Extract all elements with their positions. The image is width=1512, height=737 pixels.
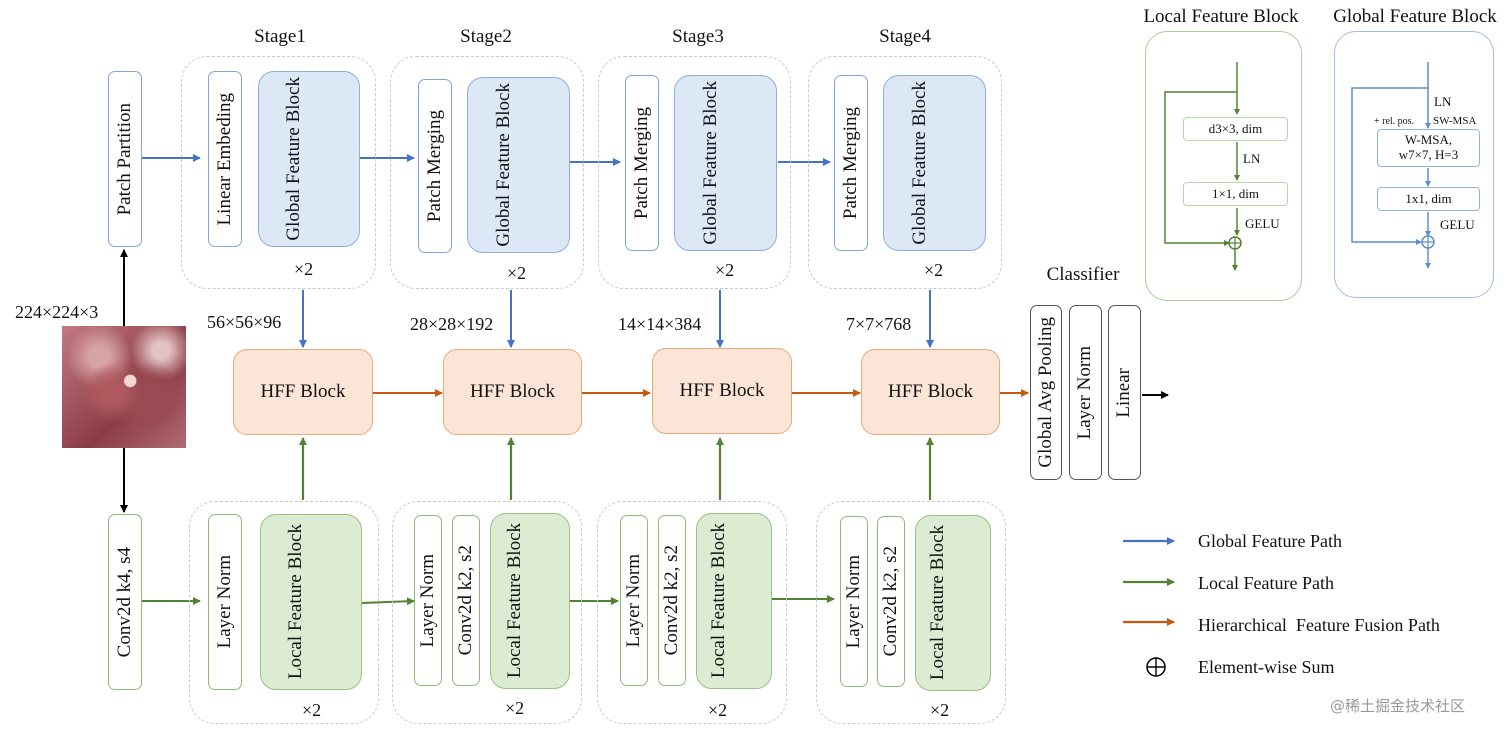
stage1-layer-norm: Layer Norm: [208, 514, 242, 690]
local-panel-act: GELU: [1245, 216, 1280, 231]
hff-block-3: HFF Block: [652, 348, 792, 434]
stage4-patch-merging: Patch Merging: [834, 75, 868, 251]
stage2-global-feature-block: Global Feature Block: [467, 77, 570, 253]
local-panel-norm: LN: [1243, 151, 1261, 166]
stage4-local-repeat: ×2: [930, 700, 950, 720]
stage1-global-feature-block: Global Feature Block: [258, 71, 360, 247]
watermark: @稀土掘金技术社区: [1330, 697, 1466, 715]
input-size-label: 224×224×3: [15, 302, 99, 322]
stage4-layer-norm: Layer Norm: [840, 516, 868, 687]
stage3-title: Stage3: [672, 26, 724, 47]
legend-fusion-label: Hierarchical Feature Fusion Path: [1198, 615, 1440, 635]
stage3-local-feature-block: Local Feature Block: [696, 513, 772, 689]
global-panel-attn: W-MSA, w7×7, H=3: [1377, 129, 1480, 167]
hff-block-1: HFF Block: [233, 349, 373, 435]
stage1-resolution: 56×56×96: [207, 312, 282, 332]
classifier-linear: Linear: [1108, 305, 1141, 480]
stage1-linear-embedding: Linear Embeding: [208, 71, 242, 247]
stage2-title: Stage2: [460, 26, 512, 47]
local-panel-linear: 1×1, dim: [1183, 182, 1288, 206]
global-panel: [1334, 31, 1494, 298]
stage2-conv: Conv2d k2, s2: [452, 515, 480, 686]
stage2-resolution: 28×28×192: [410, 314, 494, 334]
stage3-global-group: [598, 56, 791, 289]
local-arrow-1: [361, 597, 415, 606]
legend-global-label: Global Feature Path: [1198, 531, 1342, 551]
stage2-global-group: [390, 56, 584, 289]
legend-local-label: Local Feature Path: [1198, 573, 1334, 593]
stage2-global-repeat: ×2: [507, 263, 527, 283]
global-panel-pos: + rel. pos.: [1374, 116, 1415, 127]
stage1-title: Stage1: [254, 26, 306, 47]
stage2-local-feature-block: Local Feature Block: [490, 513, 570, 689]
stage2-layer-norm: Layer Norm: [414, 515, 442, 686]
stage1-local-group: [189, 501, 379, 724]
classifier-layer-norm: Layer Norm: [1069, 305, 1102, 480]
stage2-local-repeat: ×2: [505, 698, 525, 718]
stage3-layer-norm: Layer Norm: [620, 515, 648, 686]
local-panel-conv: d3×3, dim: [1183, 117, 1288, 141]
stage2-patch-merging: Patch Merging: [418, 79, 452, 253]
stage4-local-group: [816, 501, 1006, 724]
stage4-global-group: [808, 56, 1002, 289]
global-panel-linear: 1x1, dim: [1377, 187, 1480, 211]
stage4-title: Stage4: [879, 26, 931, 47]
global-avg-pooling: Global Avg Pooling: [1030, 305, 1062, 480]
stage3-global-feature-block: Global Feature Block: [674, 75, 777, 251]
global-panel-act: GELU: [1440, 217, 1475, 232]
hff-block-4: HFF Block: [861, 349, 1000, 435]
stage1-global-group: [181, 56, 376, 289]
conv-stem-block: Conv2d k4, s4: [108, 514, 142, 690]
stage1-local-repeat: ×2: [302, 700, 322, 720]
stage3-conv: Conv2d k2, s2: [658, 515, 686, 686]
global-panel-swmsa: SW-MSA: [1433, 115, 1477, 127]
patch-partition-block: Patch Partition: [108, 71, 142, 247]
legend-sum-icon: [1146, 657, 1166, 677]
local-panel: [1145, 31, 1302, 301]
conv-stem-label: Conv2d k4, s4: [113, 546, 135, 658]
stage3-local-group: [597, 501, 787, 724]
input-image: [62, 326, 186, 448]
stage1-global-repeat: ×2: [294, 259, 314, 279]
stage4-local-feature-block: Local Feature Block: [915, 515, 991, 691]
stage4-global-repeat: ×2: [924, 260, 944, 280]
local-panel-title: Local Feature Block: [1143, 6, 1299, 27]
stage4-global-feature-block: Global Feature Block: [883, 75, 986, 251]
patch-partition-label: Patch Partition: [113, 102, 135, 216]
stage4-conv: Conv2d k2, s2: [877, 516, 905, 687]
stage3-global-repeat: ×2: [715, 260, 735, 280]
global-panel-title: Global Feature Block: [1333, 6, 1497, 27]
stage3-resolution: 14×14×384: [618, 314, 702, 334]
classifier-title: Classifier: [1046, 264, 1120, 285]
stage3-local-repeat: ×2: [708, 700, 728, 720]
global-panel-norm: LN: [1434, 94, 1452, 109]
stage3-patch-merging: Patch Merging: [625, 75, 659, 251]
stage4-resolution: 7×7×768: [846, 314, 912, 334]
hff-block-2: HFF Block: [443, 349, 582, 435]
stage2-local-group: [392, 501, 582, 724]
stage1-local-feature-block: Local Feature Block: [260, 514, 362, 690]
legend-sum-label: Element-wise Sum: [1198, 657, 1335, 677]
